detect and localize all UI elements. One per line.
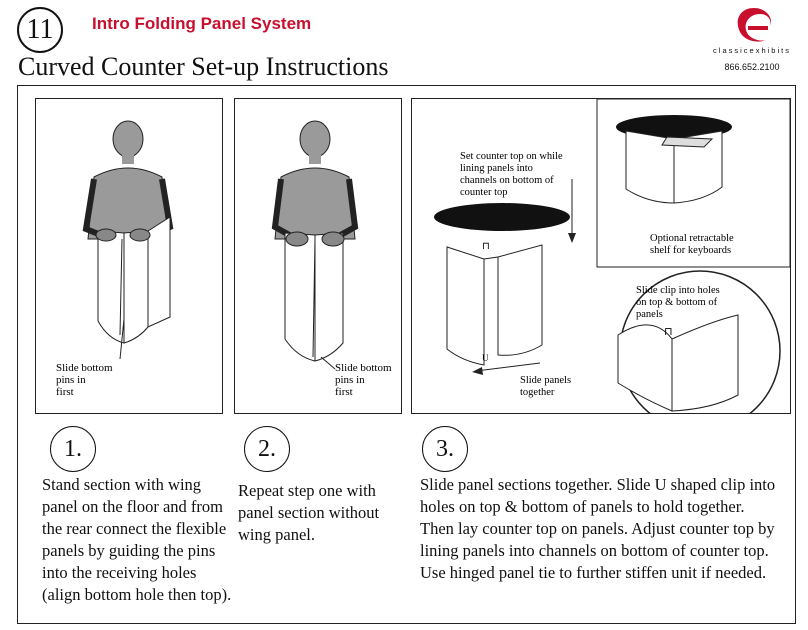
page-title: Curved Counter Set-up Instructions: [18, 52, 389, 81]
step-1-text: Stand section with wing panel on the flo…: [42, 475, 232, 604]
u-clip-marker-bottom: U: [482, 353, 489, 363]
step-3-number: 3.: [422, 426, 468, 472]
step-2-number: 2.: [244, 426, 290, 472]
u-clip-marker: ⊓: [482, 241, 490, 252]
step-3-text: Slide panel sections together. Slide U s…: [420, 475, 776, 582]
page-number: 11: [17, 7, 63, 53]
system-title: Intro Folding Panel System: [92, 14, 312, 33]
step-2-text: Repeat step one with panel section witho…: [238, 481, 380, 544]
content-frame: [17, 85, 796, 624]
step-1-number: 1.: [50, 426, 96, 472]
brand-name: classicexhibits: [713, 46, 791, 55]
phone-number: 866.652.2100: [724, 62, 780, 72]
company-logo-icon: [737, 8, 772, 42]
zoom-clip-marker: ⊓: [664, 326, 673, 338]
